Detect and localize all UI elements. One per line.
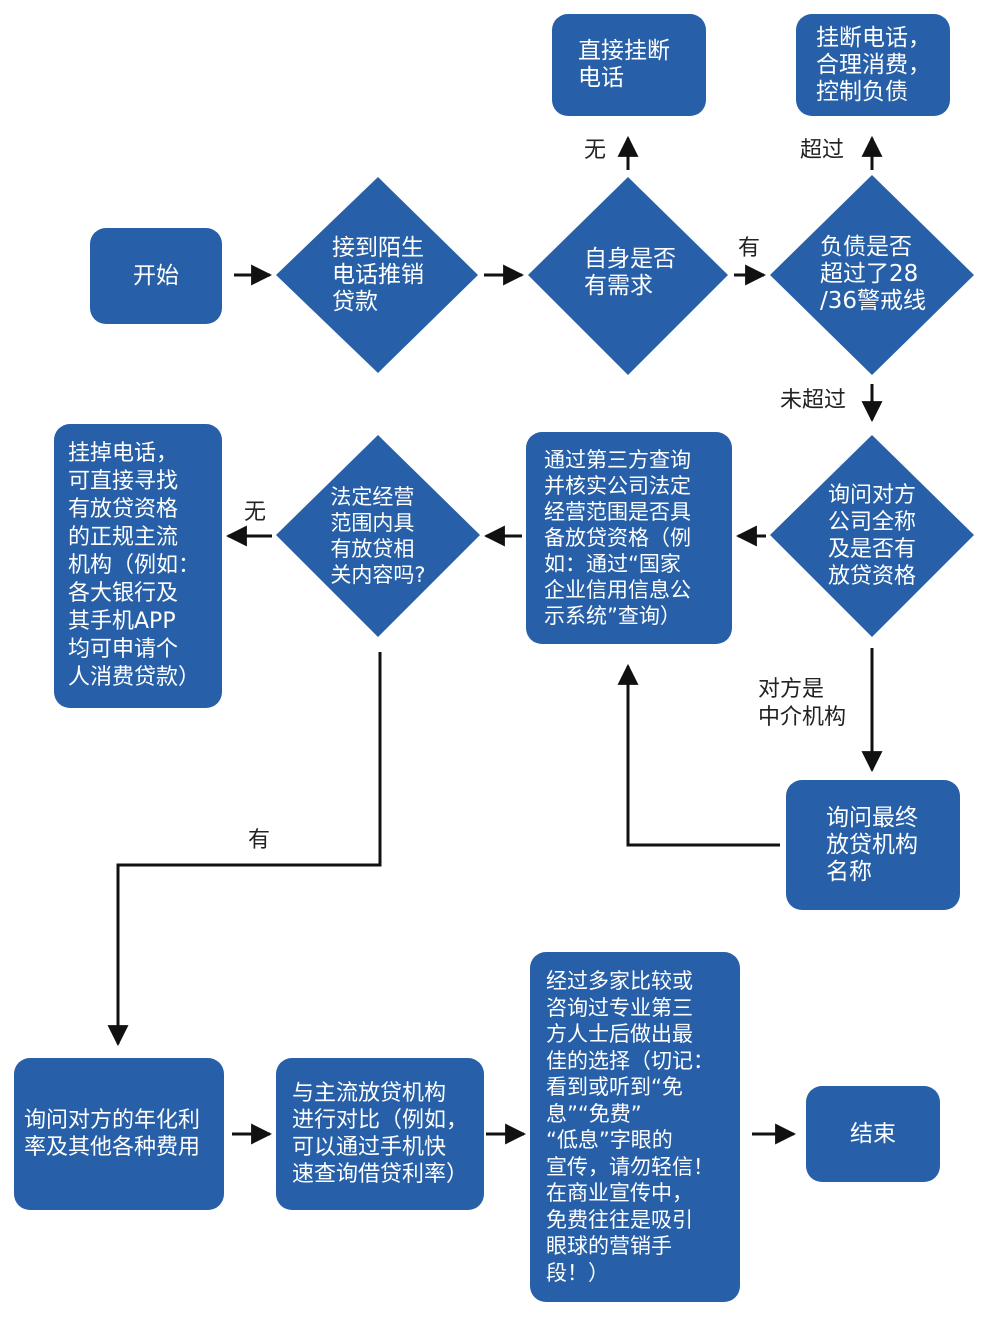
edge-label-not-exceeds: 未超过 <box>780 388 847 413</box>
ask-company-diamond <box>770 435 974 637</box>
ask-rates-node: 询问对方的年化利 率及其他各种费用 <box>14 1058 224 1210</box>
edge-label-intermediary: 对方是 中介机构 <box>758 677 847 730</box>
receive-call-diamond <box>276 177 478 373</box>
legal-scope-diamond <box>276 435 480 637</box>
edge-label-has-need: 有 <box>738 236 761 261</box>
edge-label-scope-yes: 有 <box>248 828 271 853</box>
ask-final-lender-node: 询问最终 放贷机构 名称 <box>786 780 960 910</box>
debt-check-diamond <box>770 175 974 375</box>
verify-scope-node: 通过第三方查询 并核实公司法定 经营范围是否具 备放贷资格（例 如：通过“国家 … <box>526 432 732 644</box>
hang-up-seek-node: 挂掉电话， 可直接寻找 有放贷资格 的正规主流 机构（例如： 各大银行及 其手机… <box>54 424 222 708</box>
start-node: 开始 <box>90 228 222 324</box>
ask-company-label: 询问对方 公司全称 及是否有 放贷资格 <box>827 483 916 589</box>
end-node: 结束 <box>806 1086 940 1182</box>
own-need-diamond <box>528 177 728 375</box>
edge-label-scope-no: 无 <box>244 500 267 525</box>
edge-label-no-need: 无 <box>584 138 607 163</box>
hang-up-control-node: 挂断电话， 合理消费， 控制负债 <box>796 14 950 116</box>
choose-node: 经过多家比较或 咨询过专业第三 方人士后做出最 佳的选择（切记： 看到或听到“免… <box>530 952 740 1302</box>
legal-scope-label: 法定经营 范围内具 有放贷相 关内容吗? <box>330 485 426 587</box>
receive-call-label: 接到陌生 电话推销 贷款 <box>332 234 424 315</box>
hang-up-direct-node: 直接挂断 电话 <box>552 14 706 116</box>
debt-check-label: 负债是否 超过了28 /36警戒线 <box>819 233 926 314</box>
arrow-legal-rates <box>107 652 382 1047</box>
arrow-final-verify <box>617 663 780 847</box>
own-need-label: 自身是否 有需求 <box>584 246 676 299</box>
edge-label-exceeds: 超过 <box>800 138 845 163</box>
compare-node: 与主流放贷机构 进行对比（例如， 可以通过手机快 速查询借贷利率） <box>276 1058 484 1210</box>
